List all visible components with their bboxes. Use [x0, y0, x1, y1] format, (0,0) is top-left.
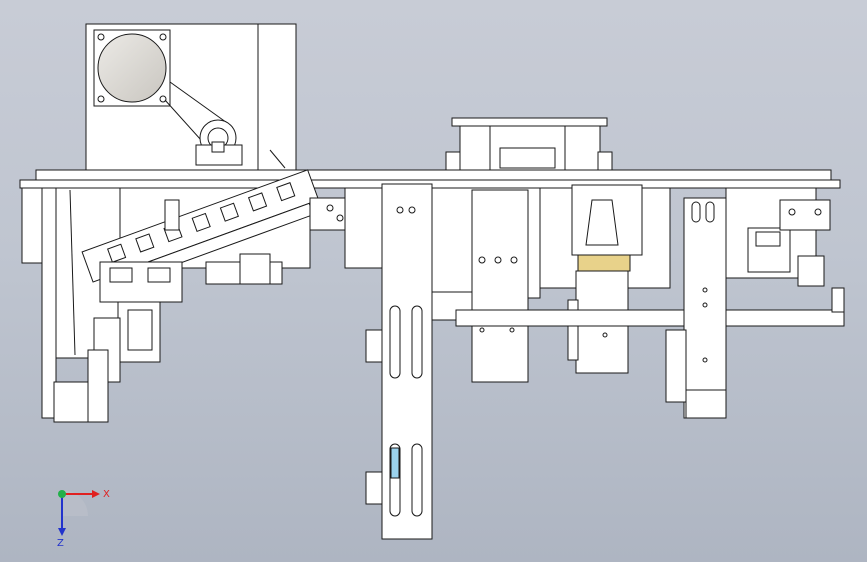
x-axis-arrow-icon [92, 490, 100, 498]
left-clamp-module[interactable] [53, 261, 183, 423]
nozzle-assembly[interactable] [567, 184, 643, 374]
vertical-column-middle[interactable] [471, 189, 529, 383]
z-axis-arrow-icon [58, 528, 66, 536]
orientation-triad: X Z [57, 489, 110, 548]
lower-cross-rail[interactable] [455, 287, 845, 327]
sensor-bracket[interactable] [164, 199, 180, 231]
z-axis-label: Z [57, 538, 64, 548]
vertical-column-right[interactable] [665, 197, 727, 419]
right-side-module[interactable] [725, 187, 831, 287]
vertical-column-left[interactable] [365, 183, 473, 540]
y-axis-dot-icon [58, 490, 66, 498]
x-axis-label: X [103, 489, 110, 500]
top-right-bracket[interactable] [445, 117, 613, 171]
center-left-bracket[interactable] [205, 197, 349, 285]
motor-housing[interactable] [85, 23, 297, 171]
